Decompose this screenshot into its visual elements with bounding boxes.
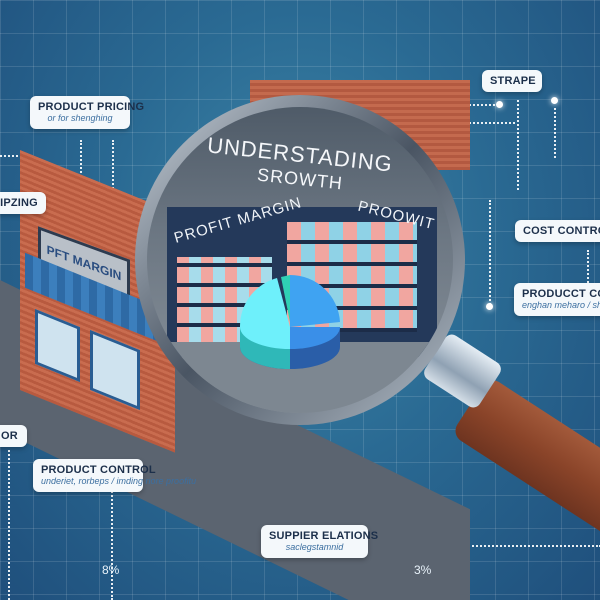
connector-line	[489, 200, 491, 305]
label-title: OR	[1, 430, 18, 442]
label-or: OR	[0, 425, 27, 447]
connector-line	[421, 545, 600, 547]
label-title: PRODUCT CONTROL	[41, 464, 156, 476]
percentage-label: 3%	[414, 563, 432, 577]
connector-line	[587, 250, 589, 290]
label-title: IPZING	[0, 197, 38, 209]
connector-line	[460, 122, 515, 124]
label-strape: STRAPE	[482, 70, 542, 92]
label-product-pricing: PRODUCT PRICING or for shenghing	[30, 96, 145, 129]
connector-line	[0, 155, 22, 157]
connector-line	[517, 100, 519, 190]
connector-dot	[551, 97, 558, 104]
magnifier-lens: UNDERSTADING SROWTH PROFIT MARGIN PROOWI…	[147, 107, 453, 413]
label-title: PRODUCCT CONTROL	[522, 288, 600, 300]
connector-line	[111, 440, 113, 600]
label-supplier-relations: SUPPIER ELATIONS saclegstamnid	[261, 525, 379, 558]
label-title: SUPPIER ELATIONS	[269, 530, 379, 542]
label-subtitle: enghan meharo / sharbing suning	[522, 300, 600, 310]
connector-dot	[496, 101, 503, 108]
connector-line	[8, 450, 10, 600]
pie-chart-icon	[239, 274, 340, 369]
label-title: STRAPE	[490, 75, 536, 87]
percentage-label: 8%	[102, 563, 120, 577]
label-product-control-right: PRODUCCT CONTROL enghan meharo / sharbin…	[514, 283, 600, 316]
connector-dot	[486, 303, 493, 310]
label-subtitle: saclegstamnid	[285, 542, 344, 552]
label-zipzing: IPZING	[0, 192, 46, 214]
label-subtitle: or for shenghing	[47, 113, 113, 123]
connector-line	[554, 108, 556, 158]
label-title: PRODUCT PRICING	[38, 101, 145, 113]
label-cost-control: COST CONTROL	[515, 220, 600, 242]
label-product-control-left: PRODUCT CONTROL underiet, rorbeps / imdi…	[33, 459, 197, 492]
label-title: COST CONTROL	[523, 225, 600, 237]
label-subtitle: underiet, rorbeps / imding riore proofit…	[41, 476, 197, 486]
connector-line	[112, 140, 114, 220]
